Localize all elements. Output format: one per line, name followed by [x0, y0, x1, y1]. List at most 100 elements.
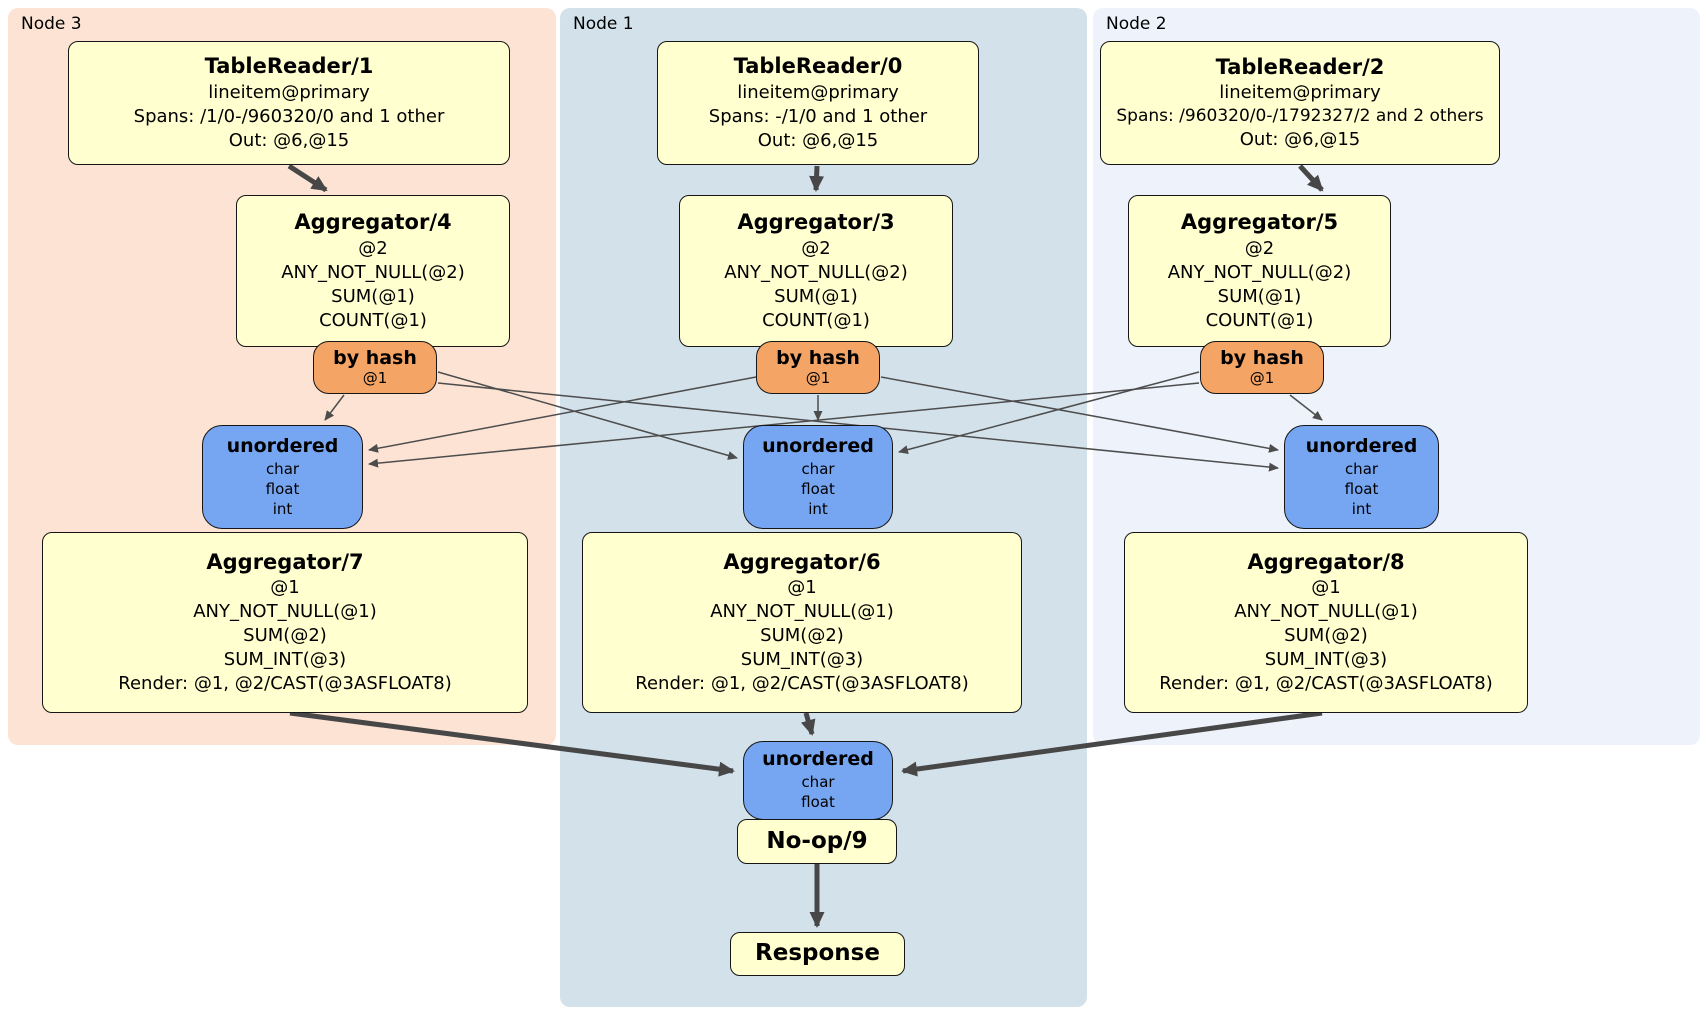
edge-bh2-u1	[898, 371, 1200, 455]
edge-tr0-agg3	[809, 165, 825, 192]
edge-bh2-u2	[1289, 394, 1323, 421]
hash-router-node1: by hash @1	[756, 341, 880, 394]
processor-aggregator-3: Aggregator/3 @2 ANY_NOT_NULL(@2) SUM(@1)…	[679, 195, 953, 347]
sync-col-type: float	[265, 479, 300, 498]
sync-col-type: float	[801, 479, 835, 498]
processor-title: TableReader/0	[733, 54, 903, 79]
router-columns: @1	[362, 369, 388, 388]
agg-fn: ANY_NOT_NULL(@2)	[724, 261, 908, 283]
agg-fn: COUNT(@1)	[319, 309, 427, 331]
edge-tr2-agg5	[1298, 164, 1324, 192]
processor-title: Aggregator/3	[737, 210, 895, 235]
sync-title: unordered	[1305, 434, 1418, 457]
agg-group-cols: @1	[787, 577, 817, 599]
sync-unordered-node3: unordered char float int	[202, 425, 363, 529]
agg-fn: ANY_NOT_NULL(@1)	[710, 601, 894, 623]
agg-fn: SUM(@1)	[331, 285, 415, 307]
agg-group-cols: @2	[801, 237, 831, 259]
response-box: Response	[730, 932, 905, 976]
processor-title: Aggregator/8	[1247, 550, 1405, 574]
sync-col-type: float	[801, 793, 835, 812]
agg-group-cols: @1	[270, 577, 300, 599]
sync-col-type: int	[272, 500, 293, 518]
processor-spans: Spans: -/1/0 and 1 other	[708, 105, 928, 127]
processor-out: Out: @6,@15	[228, 129, 350, 151]
agg-fn: ANY_NOT_NULL(@2)	[281, 261, 465, 283]
agg-fn: COUNT(@1)	[762, 309, 870, 331]
processor-title: TableReader/2	[1215, 55, 1385, 80]
processor-title: Aggregator/6	[723, 550, 881, 574]
agg-fn: ANY_NOT_NULL(@1)	[193, 601, 377, 623]
sync-col-type: int	[1351, 500, 1372, 518]
hash-router-node3: by hash @1	[313, 341, 437, 394]
processor-aggregator-6: Aggregator/6 @1 ANY_NOT_NULL(@1) SUM(@2)…	[582, 532, 1022, 713]
sync-unordered-final: unordered char float	[743, 741, 893, 820]
sync-title: unordered	[226, 434, 339, 457]
router-columns: @1	[805, 369, 831, 388]
processor-index: lineitem@primary	[208, 81, 370, 103]
agg-fn: ANY_NOT_NULL(@1)	[1234, 601, 1418, 623]
processor-title: Aggregator/7	[206, 550, 364, 574]
agg-fn: ANY_NOT_NULL(@2)	[1167, 261, 1352, 283]
agg-fn: SUM(@2)	[1284, 625, 1368, 647]
agg-fn: SUM_INT(@3)	[223, 649, 347, 671]
agg-render: Render: @1, @2/CAST(@3ASFLOAT8)	[635, 673, 969, 695]
processor-tablereader-1: TableReader/1 lineitem@primary Spans: /1…	[68, 41, 510, 165]
agg-fn: SUM_INT(@3)	[740, 649, 864, 671]
router-title: by hash	[776, 346, 860, 369]
processor-tablereader-2: TableReader/2 lineitem@primary Spans: /9…	[1100, 41, 1500, 165]
edge-agg7-unordered	[289, 710, 735, 777]
processor-title: No-op/9	[766, 827, 868, 854]
edge-bh3-u1	[437, 371, 738, 460]
processor-aggregator-5: Aggregator/5 @2 ANY_NOT_NULL(@2) SUM(@1)…	[1128, 195, 1391, 347]
sync-col-type: char	[265, 459, 300, 478]
sync-col-type: char	[1344, 459, 1379, 478]
processor-index: lineitem@primary	[737, 81, 899, 103]
processor-index: lineitem@primary	[1219, 82, 1381, 104]
processor-aggregator-7: Aggregator/7 @1 ANY_NOT_NULL(@1) SUM(@2)…	[42, 532, 528, 713]
processor-aggregator-4: Aggregator/4 @2 ANY_NOT_NULL(@2) SUM(@1)…	[236, 195, 510, 347]
processor-spans: Spans: /960320/0-/1792327/2 and 2 others	[1116, 106, 1484, 127]
sync-col-type: char	[801, 459, 835, 478]
node1-label: Node 1	[573, 14, 634, 34]
agg-fn: SUM(@2)	[243, 625, 327, 647]
sync-title: unordered	[762, 748, 874, 771]
sync-col-type: float	[1344, 479, 1379, 498]
router-title: by hash	[1220, 346, 1304, 369]
sync-col-type: char	[801, 773, 835, 792]
agg-fn: SUM(@1)	[774, 285, 858, 307]
edge-bh2-u3	[368, 382, 1200, 468]
node2-label: Node 2	[1106, 14, 1167, 34]
hash-router-node2: by hash @1	[1200, 341, 1324, 394]
processor-tablereader-0: TableReader/0 lineitem@primary Spans: -/…	[657, 41, 979, 165]
processor-out: Out: @6,@15	[757, 129, 879, 151]
processor-spans: Spans: /1/0-/960320/0 and 1 other	[133, 105, 445, 127]
router-title: by hash	[333, 346, 417, 369]
agg-render: Render: @1, @2/CAST(@3ASFLOAT8)	[1159, 673, 1493, 695]
agg-render: Render: @1, @2/CAST(@3ASFLOAT8)	[118, 673, 452, 695]
agg-group-cols: @2	[358, 237, 388, 259]
edge-bh1-u2	[880, 376, 1279, 453]
processor-out: Out: @6,@15	[1239, 128, 1361, 150]
node3-label: Node 3	[21, 14, 82, 34]
processor-aggregator-8: Aggregator/8 @1 ANY_NOT_NULL(@1) SUM(@2)…	[1124, 532, 1528, 713]
agg-fn: SUM(@1)	[1217, 285, 1302, 307]
agg-fn: SUM(@2)	[760, 625, 844, 647]
processor-title: TableReader/1	[204, 54, 374, 79]
agg-fn: COUNT(@1)	[1205, 309, 1314, 331]
edge-tr1-agg4	[287, 163, 328, 193]
router-columns: @1	[1249, 369, 1275, 388]
sync-unordered-node1: unordered char float int	[743, 425, 893, 529]
edge-agg6-unordered	[800, 712, 816, 736]
processor-title: Aggregator/4	[294, 210, 452, 235]
sync-col-type: int	[808, 500, 828, 518]
processor-noop-9: No-op/9	[737, 819, 897, 864]
sync-title: unordered	[762, 434, 874, 457]
edge-bh1-u3	[368, 376, 757, 453]
processor-title: Aggregator/5	[1180, 210, 1339, 235]
response-title: Response	[755, 940, 880, 967]
agg-group-cols: @2	[1244, 237, 1275, 259]
agg-fn: SUM_INT(@3)	[1264, 649, 1388, 671]
